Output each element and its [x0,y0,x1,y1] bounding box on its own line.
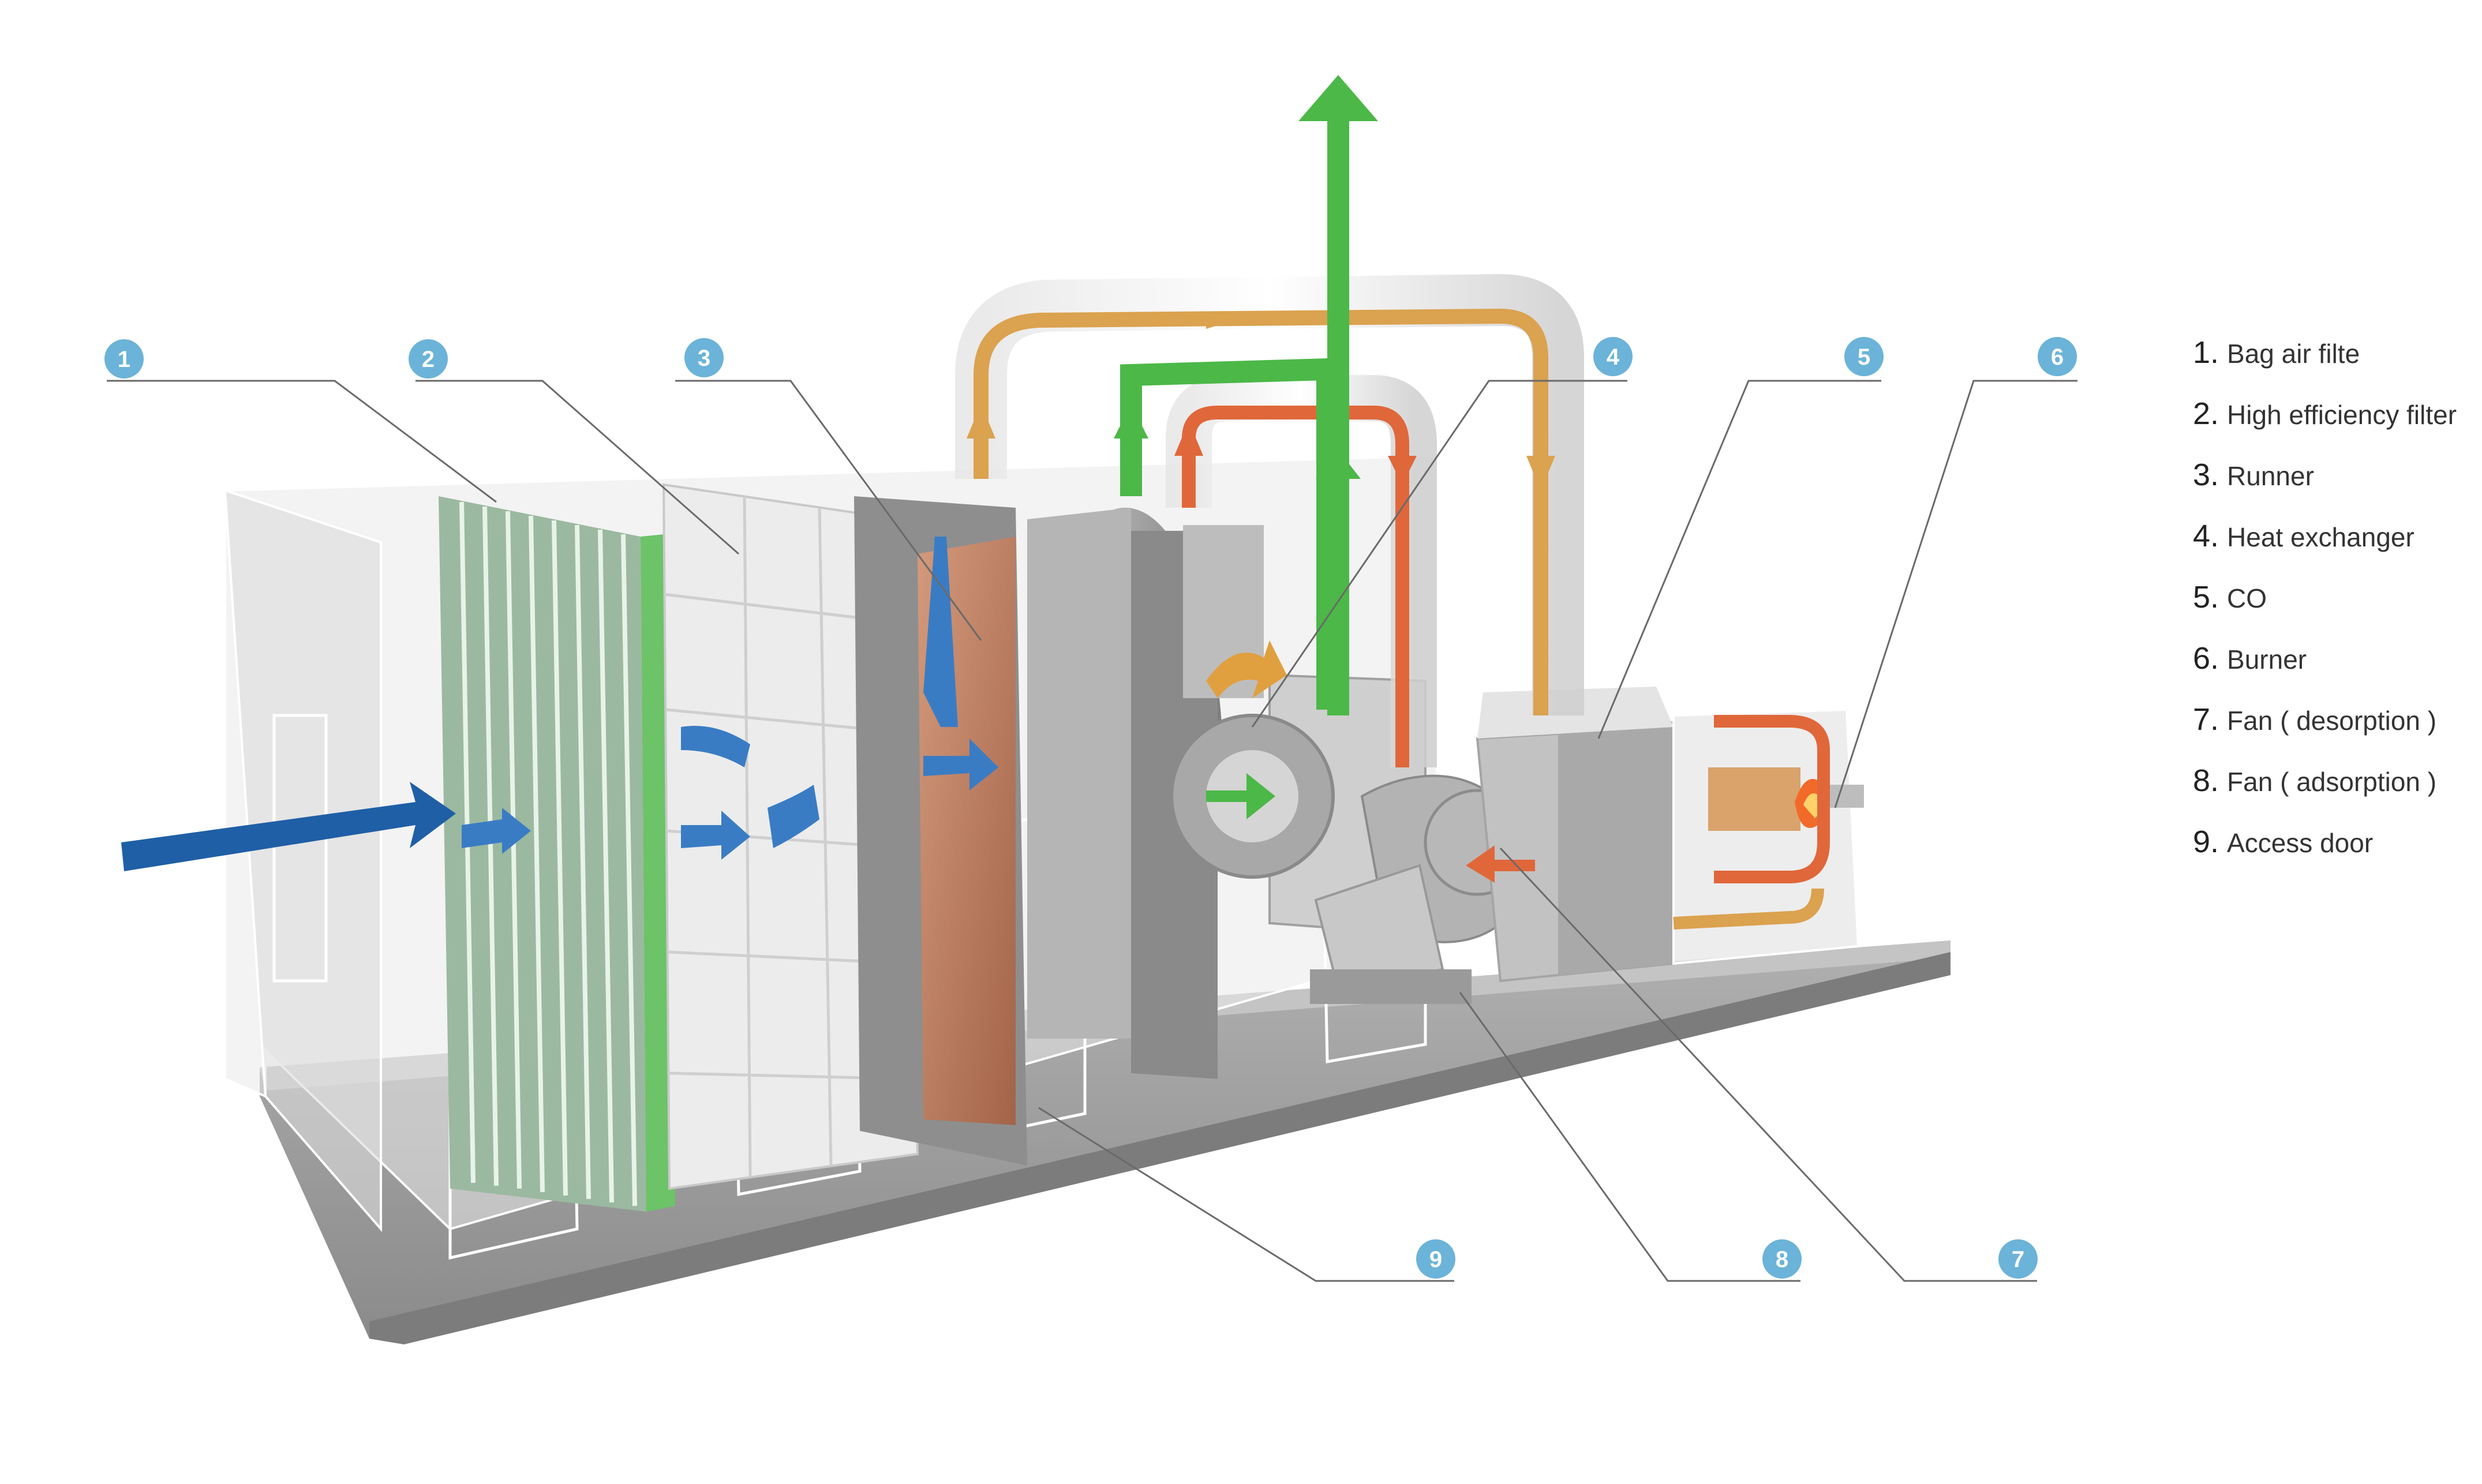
flow-arrow [1526,456,1555,490]
flow-arrow [967,404,995,439]
burner [1708,767,1864,831]
legend-number: 1. [2193,335,2219,370]
legend-item: 6. Burner [2193,640,2307,676]
callout-label: 7 [2012,1247,2024,1272]
callout-label: 5 [1858,344,1870,370]
callout-circle [2038,337,2077,376]
legend-item: 2. High efficiency filter [2193,396,2457,432]
desorption-flow [967,312,1555,883]
legend-number: 5. [2193,580,2219,614]
co-unit [1476,687,1860,983]
legend-number: 9. [2193,825,2219,859]
legend-item: 8. Fan ( adsorption ) [2193,763,2436,799]
callout-label: 1 [118,347,130,372]
flow-arrow [1206,312,1235,329]
housing-window [272,714,328,983]
callout-7: 7 [1998,1239,2038,1279]
callout-label: 3 [698,346,710,371]
legend-item: 4. Heat exchanger [2193,518,2414,554]
callout-9: 9 [1416,1239,1455,1279]
runner-wheel [854,496,1223,1166]
leader-lines [107,380,2077,1282]
callout-circle [1844,337,1884,376]
legend-item: 9. Access door [2193,824,2373,860]
legend-label: High efficiency filter [2227,400,2457,430]
flow-arrow [1316,450,1361,479]
legend-number: 3. [2193,458,2219,492]
legend-label: Fan ( desorption ) [2227,706,2437,736]
flow-arrow [681,726,750,767]
legend-label: Burner [2227,644,2307,674]
legend-item: 5. CO [2193,579,2267,615]
callout-circle [1593,337,1633,376]
legend-item: 1. Bag air filte [2193,335,2360,370]
callout-circle [1416,1239,1455,1279]
bag-air-filter [439,496,675,1212]
intake-air-flow [121,537,998,871]
flow-arrow [1174,421,1203,456]
callout-circle [1998,1239,2038,1279]
exhaust-stack [1327,115,1349,715]
legend-label: Access door [2227,828,2374,858]
flow-arrow [681,811,750,860]
callout-circle [684,338,724,377]
legend-item: 7. Fan ( desorption ) [2193,702,2436,737]
legend-number: 6. [2193,641,2219,676]
callout-3: 3 [684,338,724,377]
legend-label: Heat exchanger [2227,522,2414,552]
flow-arrow [1206,773,1275,819]
callout-label: 8 [1776,1247,1788,1272]
callout-label: 4 [1607,344,1620,370]
legend-label: CO [2227,583,2267,613]
flow-arrow [1298,75,1378,121]
callout-4: 4 [1593,337,1633,376]
flow-arrow [121,782,456,871]
flow-arrow [462,808,531,854]
flow-arrow [1114,404,1148,439]
flow-arrow [923,739,998,790]
callout-circle [104,339,144,379]
flow-arrow [768,785,819,848]
callout-label: 6 [2051,344,2064,370]
flow-arrow [1206,640,1287,698]
legend-label: Bag air filte [2227,339,2360,369]
callout-label: 2 [422,347,435,372]
legend-number: 8. [2193,763,2219,798]
clean-air-stack [1114,75,1378,819]
legend-item: 3. Runner [2193,457,2314,493]
callout-label: 9 [1429,1247,1442,1272]
callout-circle [409,339,448,379]
callout-5: 5 [1844,337,1884,376]
flow-arrow [1388,456,1417,485]
flow-arrow [923,537,958,727]
callout-8: 8 [1762,1239,1802,1279]
legend-number: 4. [2193,519,2219,553]
legend-number: 7. [2193,702,2219,737]
callout-6: 6 [2038,337,2077,376]
callout-2: 2 [409,339,448,379]
callout-circle [1762,1239,1802,1279]
legend-number: 2. [2193,396,2219,431]
callouts: 1 2 3 4 5 6 7 8 9 [104,337,2077,1279]
callout-1: 1 [104,339,144,379]
legend-label: Runner [2227,461,2314,491]
flow-arrow [1466,845,1535,883]
legend-label: Fan ( adsorption ) [2227,767,2437,797]
